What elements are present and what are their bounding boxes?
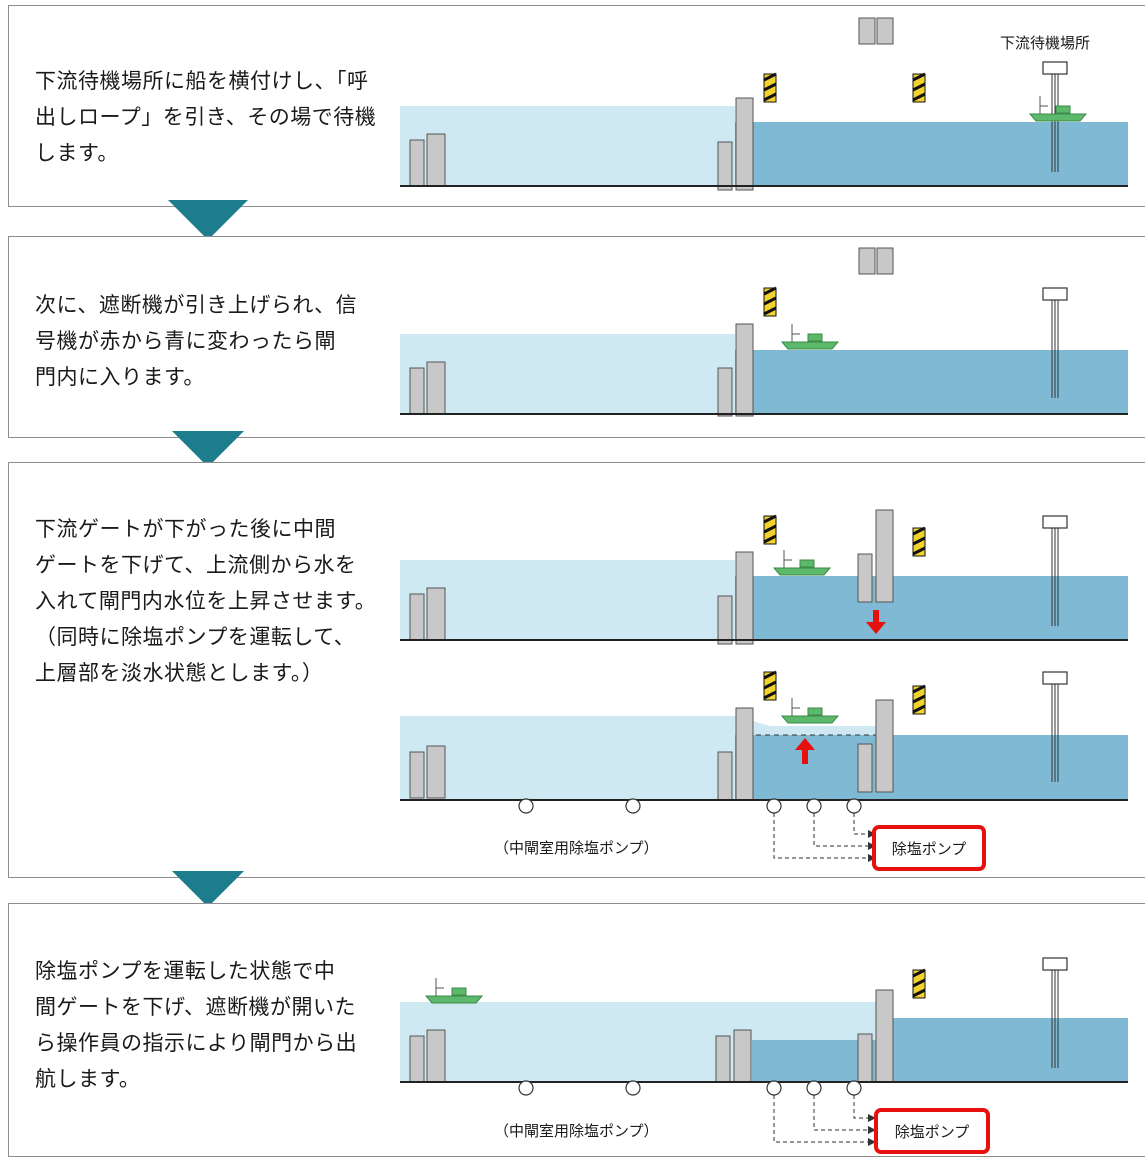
middle-gate bbox=[715, 1029, 752, 1083]
signal-light bbox=[911, 72, 927, 104]
boat-icon bbox=[773, 549, 831, 576]
barrier-gate bbox=[858, 247, 894, 275]
downstream-gate bbox=[857, 509, 894, 603]
diagram-step-2 bbox=[400, 247, 1128, 417]
step-4-text: 除塩ポンプを運転した状態で中 間ゲートを下げ、遮断機が開いた ら操作員の指示によ… bbox=[35, 959, 358, 1091]
gate-down-arrow-icon bbox=[866, 610, 886, 634]
desalt-pump-label: 除塩ポンプ bbox=[872, 825, 986, 871]
step-panel-3: 下流ゲートが下がった後に中間 ゲートを下げて、上流側から水を 入れて閘門内水位を… bbox=[8, 462, 1145, 878]
step-2-text: 次に、遮断機が引き上げられ、信 号機が赤から青に変わったら閘 門内に入ります。 bbox=[35, 293, 358, 389]
diagram-step-1 bbox=[400, 17, 1128, 191]
downstream-gate bbox=[857, 699, 894, 793]
step-arrow-1 bbox=[168, 200, 248, 240]
step-arrow-3 bbox=[172, 871, 244, 907]
step-arrow-2 bbox=[172, 431, 244, 467]
pump-flow-lines bbox=[773, 1095, 868, 1143]
diagram-step-3a bbox=[400, 509, 1128, 645]
pump-icons bbox=[518, 1080, 862, 1096]
upstream-gate bbox=[409, 133, 446, 187]
pump-icons bbox=[518, 798, 862, 814]
diagram-step-3b bbox=[400, 670, 1128, 862]
signal-light bbox=[762, 514, 778, 546]
signal-light bbox=[911, 968, 927, 1000]
step-3-text: 下流ゲートが下がった後に中間 ゲートを下げて、上流側から水を 入れて閘門内水位を… bbox=[35, 517, 377, 685]
boat-icon bbox=[425, 977, 483, 1004]
boat-icon bbox=[781, 697, 839, 724]
chamber-pump-label: （中閘室用除塩ポンプ） bbox=[494, 1122, 659, 1140]
water-up-arrow-icon bbox=[795, 738, 815, 764]
chamber-pump-label: （中閘室用除塩ポンプ） bbox=[494, 839, 659, 857]
signal-light bbox=[762, 670, 778, 702]
step-1-text: 下流待機場所に船を横付けし、「呼 出しロープ」を引き、その場で待機 します。 bbox=[35, 69, 377, 165]
desalt-pump-label: 除塩ポンプ bbox=[874, 1108, 990, 1154]
boat-icon bbox=[781, 323, 839, 350]
barrier-gate bbox=[858, 17, 894, 45]
pump-flow-lines bbox=[773, 813, 868, 859]
signal-light bbox=[762, 286, 778, 318]
diagram-step-4 bbox=[400, 957, 1128, 1146]
signal-light bbox=[911, 526, 927, 558]
signal-light bbox=[762, 72, 778, 104]
waiting-place-label: 下流待機場所 bbox=[1000, 34, 1090, 52]
signal-light bbox=[911, 684, 927, 716]
